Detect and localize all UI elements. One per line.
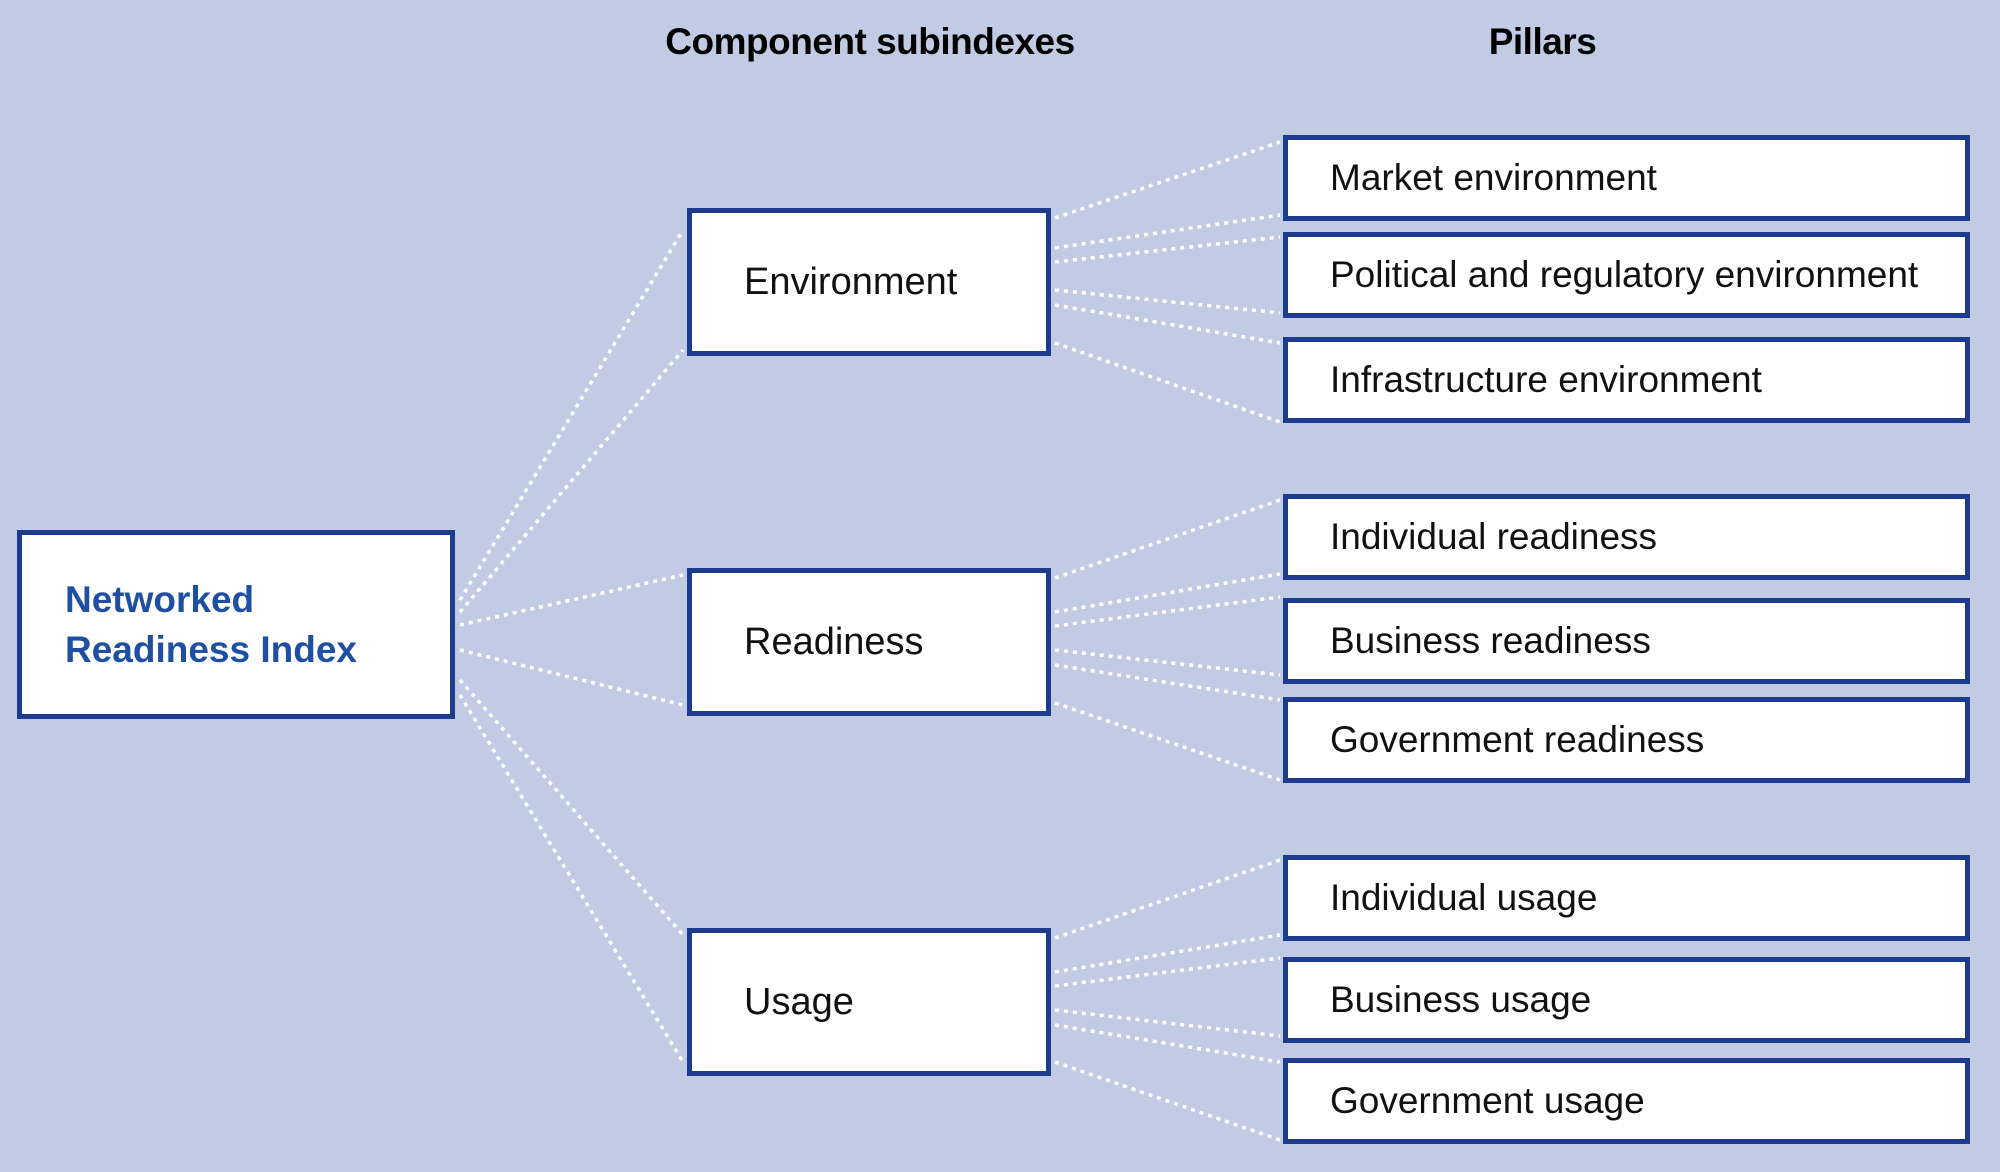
pillar-government-usage: Government usage <box>1283 1058 1970 1144</box>
header-pillars: Pillars <box>1488 21 1597 62</box>
connector-line <box>1054 956 1281 988</box>
networked-readiness-index-box: Networked Readiness Index <box>17 530 455 719</box>
pillar-business-usage: Business usage <box>1283 957 1970 1043</box>
subindex-usage-box: Usage <box>687 928 1051 1076</box>
connector-line <box>1054 595 1281 628</box>
connector-line <box>458 229 685 601</box>
connector-line <box>1054 701 1281 782</box>
pillar-political-regulatory-environment: Political and regulatory environment <box>1283 232 1970 318</box>
connector-line <box>1054 648 1281 677</box>
connector-line <box>1054 663 1281 702</box>
connector-line <box>458 348 685 614</box>
pillar-government-readiness: Government readiness <box>1283 697 1970 783</box>
connector-line <box>1054 572 1281 614</box>
header-component-subindexes: Component subindexes <box>665 21 1075 62</box>
connector-line <box>458 694 685 1063</box>
connector-line <box>1054 213 1281 250</box>
connector-line <box>458 678 685 937</box>
connector-line <box>1054 235 1281 264</box>
connector-line <box>1054 1008 1281 1038</box>
pillar-business-readiness: Business readiness <box>1283 598 1970 684</box>
connector-line <box>1054 933 1281 974</box>
pillar-market-environment: Market environment <box>1283 135 1970 221</box>
connector-line <box>1054 1060 1281 1142</box>
pillar-individual-readiness: Individual readiness <box>1283 494 1970 580</box>
pillar-infrastructure-environment: Infrastructure environment <box>1283 337 1970 423</box>
connector-line <box>1054 303 1281 345</box>
pillar-individual-usage: Individual usage <box>1283 855 1970 941</box>
connector-line <box>1054 858 1281 940</box>
index-label-line1: Networked <box>65 578 255 620</box>
connector-line <box>459 573 684 627</box>
connector-line <box>459 648 684 707</box>
connector-line <box>1054 288 1281 315</box>
subindex-readiness-box: Readiness <box>687 568 1051 716</box>
connector-line <box>1054 1023 1281 1064</box>
index-label-line2: Readiness Index <box>65 628 358 670</box>
connector-line <box>1054 341 1281 424</box>
connector-line <box>1054 498 1281 580</box>
index-label: Networked Readiness Index <box>65 575 357 675</box>
subindex-environment-box: Environment <box>687 208 1051 356</box>
connector-line <box>1054 140 1281 220</box>
